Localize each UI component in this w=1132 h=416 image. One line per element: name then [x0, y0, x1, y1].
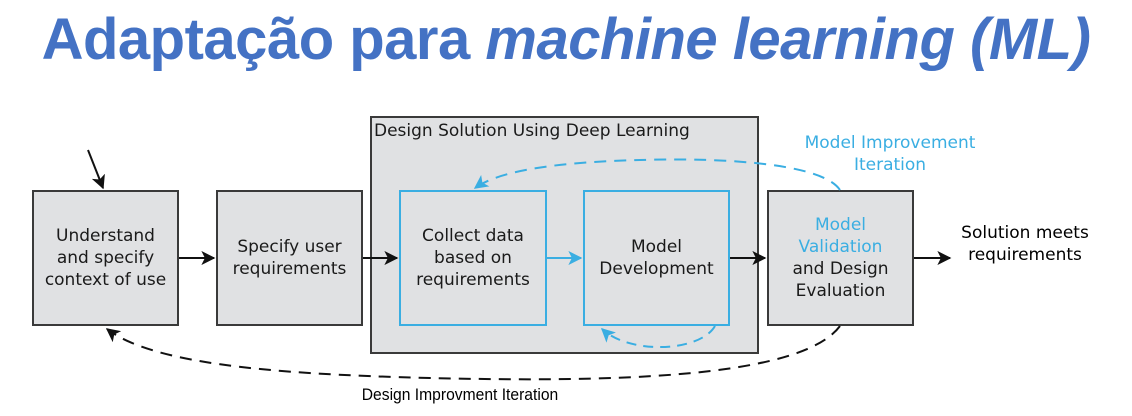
context-of-use-text: Understand and specify context of use [44, 226, 167, 290]
context-of-use-box: Understand and specify context of use [32, 190, 179, 326]
model-improvement-label: Model Improvement Iteration [804, 133, 976, 175]
model-validation-text: Model Validation [798, 215, 883, 257]
design-solution-label: Design Solution Using Deep Learning [374, 121, 690, 141]
collect-data-box: Collect data based on requirements [399, 190, 547, 326]
model-development-text: Model Development [599, 237, 714, 279]
design-improvement-label: Design Improvment Iteration [361, 385, 559, 404]
user-requirements-box: Specify user requirements [216, 190, 363, 326]
design-improvement-label-wrap: Design Improvment Iteration [280, 384, 640, 406]
validation-evaluation-box: Model Validation and Design Evaluation [767, 190, 914, 326]
user-requirements-text: Specify user requirements [232, 237, 347, 279]
design-evaluation-text: and Design Evaluation [792, 259, 889, 301]
model-development-box: Model Development [583, 190, 730, 326]
title-italic: machine learning (ML) [485, 7, 1091, 72]
entry-arrow [87, 149, 105, 190]
slide-title: Adaptação para machine learning (ML) [0, 6, 1132, 73]
outcome-label: Solution meets requirements [961, 223, 1089, 265]
collect-data-text: Collect data based on requirements [416, 226, 530, 290]
title-plain: Adaptação para [41, 7, 486, 72]
